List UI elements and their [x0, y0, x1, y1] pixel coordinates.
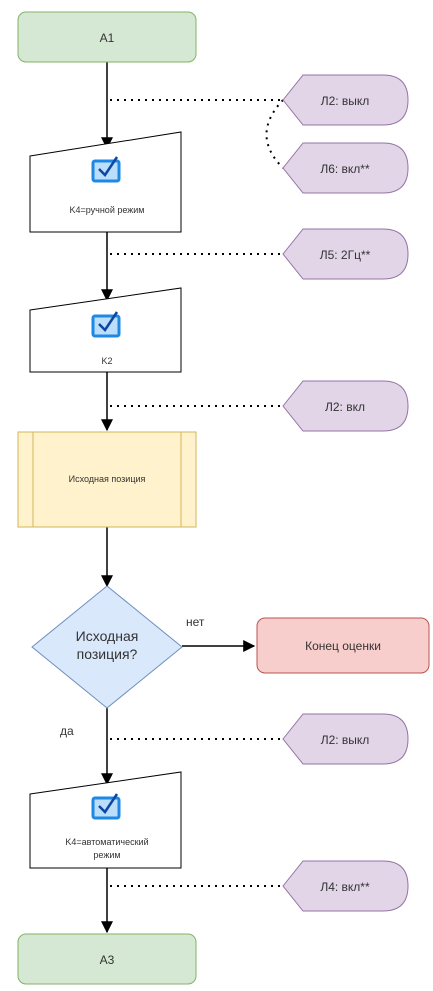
decision-label-line2: позиция?	[77, 646, 138, 662]
decision-no-label: нет	[186, 615, 205, 629]
manual-input-k4-auto-label-line1: K4=автоматический	[65, 837, 148, 847]
indicator-connectors	[110, 99, 284, 887]
process-initial-position: Исходная позиция	[17, 431, 197, 528]
indicator-l5-2hz-label: Л5: 2Гц**	[320, 248, 371, 262]
indicator-l2-off-bottom-label: Л2: выкл	[321, 733, 370, 747]
end-evaluation-label: Конец оценки	[305, 639, 381, 653]
indicator-l4-on: Л4: вкл**	[282, 860, 409, 912]
indicator-l5-2hz: Л5: 2Гц**	[282, 228, 409, 280]
dotted-link-l2-to-l6	[265, 99, 284, 169]
manual-input-k4-auto-label-line2: режим	[93, 850, 120, 860]
start-terminator-label: A1	[100, 31, 115, 45]
monitor-check-icon	[91, 311, 121, 338]
indicator-l2-off-bottom: Л2: выкл	[282, 713, 409, 765]
indicator-l6-on-label: Л6: вкл**	[320, 162, 370, 176]
indicator-l4-on-label: Л4: вкл**	[320, 880, 370, 894]
manual-input-k2-label: K2	[101, 356, 112, 366]
manual-input-k4-manual-label: K4=ручной режим	[69, 205, 144, 215]
indicator-l2-off-top: Л2: выкл	[282, 74, 409, 126]
indicator-l6-on: Л6: вкл**	[282, 142, 409, 194]
decision-yes-label: да	[60, 724, 74, 738]
indicator-l2-on: Л2: вкл	[282, 380, 409, 432]
start-terminator: A1	[17, 11, 197, 63]
indicator-l2-on-label: Л2: вкл	[325, 400, 365, 414]
indicator-l2-off-top-label: Л2: выкл	[321, 94, 370, 108]
end-evaluation-box: Конец оценки	[256, 617, 430, 674]
process-initial-position-label: Исходная позиция	[69, 474, 146, 484]
decision-initial-position: Исходная позиция?	[31, 585, 183, 709]
end-terminator-label: A3	[100, 953, 115, 967]
end-terminator: A3	[17, 933, 197, 985]
manual-input-k4-auto: K4=автоматический режим	[29, 771, 182, 869]
monitor-check-icon	[91, 156, 121, 183]
decision-label-line1: Исходная	[76, 628, 139, 644]
manual-input-k2: K2	[29, 287, 182, 373]
manual-input-k4-manual: K4=ручной режим	[29, 131, 182, 233]
main-flow-connectors	[101, 62, 256, 934]
monitor-check-icon	[91, 793, 121, 820]
